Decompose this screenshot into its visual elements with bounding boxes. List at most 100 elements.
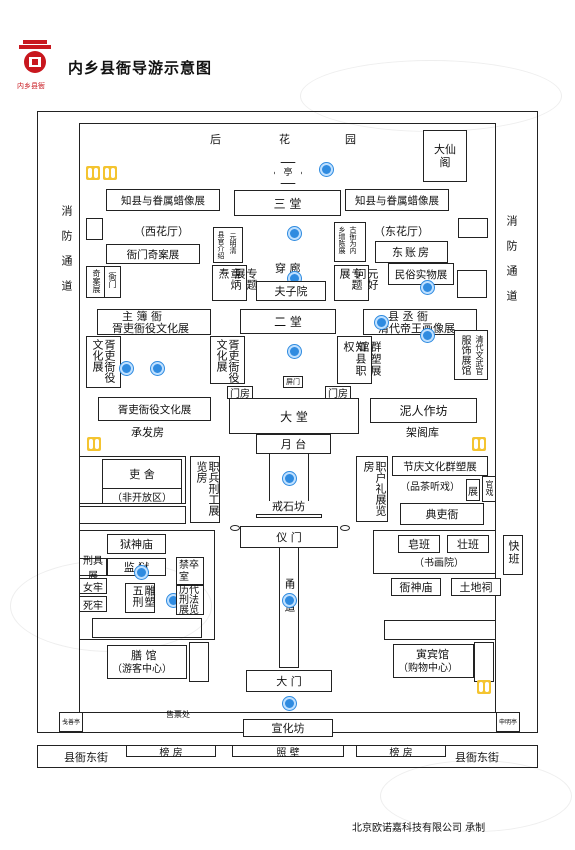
chengfa-house: 承发房 (131, 426, 164, 439)
toilet-icon[interactable] (86, 166, 100, 180)
zhubu-yamen[interactable]: 主 簿 衙 胥吏衙役文化展 (97, 309, 211, 335)
garden-label-2: 花 (279, 133, 290, 146)
festival-sculpture-hall[interactable]: 节庆文化群塑展 (392, 456, 488, 476)
poi-dot[interactable] (120, 362, 133, 375)
jianshan-pavilion[interactable]: 戋善亭 (59, 712, 83, 732)
ticket-office: 售票处 (166, 710, 190, 719)
calligraphy-academy: （书画院） (414, 558, 464, 569)
clay-figure-workshop[interactable]: 泥人作坊 (370, 398, 477, 423)
prison-bottom (92, 618, 202, 638)
bangfang-right: 榜 房 (356, 745, 446, 759)
military-punishment-hall[interactable]: 职兵刑工展览房 (190, 456, 220, 523)
penal-law-exhibit[interactable]: 历代刑法展览 (176, 585, 204, 616)
moon-platform[interactable]: 月 台 (256, 434, 331, 454)
xuli-culture-bottom[interactable]: 胥吏衙役文化展 (98, 397, 211, 421)
clerk-left-lower (79, 506, 186, 524)
prison-god-temple[interactable]: 狱神庙 (107, 534, 166, 554)
special-exhibit-right[interactable]: 专题展 元好问 (334, 265, 379, 301)
dianli-yamen[interactable]: 典吏衙 (400, 503, 484, 525)
household-rites-hall[interactable]: 职户礼展览房 (356, 456, 388, 522)
folk-items-exhibit[interactable]: 民俗实物展 (388, 263, 454, 285)
garden-label-1: 后 (210, 133, 221, 146)
ancient-yamen-exhibit[interactable]: 古衙为内 乡增陈展 (334, 222, 366, 262)
earth-god-temple[interactable]: 土地祠 (451, 578, 501, 596)
logo-text: 内乡县衙 (17, 82, 45, 90)
main-gate[interactable]: 大 门 (246, 670, 332, 692)
zhuangban[interactable]: 壮班 (447, 535, 489, 553)
torture-tools-exhibit[interactable]: 刑具展 (79, 556, 107, 582)
toilet-icon[interactable] (477, 680, 491, 694)
gate-post (230, 525, 240, 531)
tea-opera: （品茶听戏） (400, 482, 460, 493)
archive-storehouse: 架阁库 (406, 426, 439, 439)
yamen-small-box[interactable]: 衙门 (104, 266, 121, 298)
toilet-icon[interactable] (87, 437, 101, 451)
third-hall[interactable]: 三 堂 (234, 190, 341, 216)
poi-dot[interactable] (421, 329, 434, 342)
kuaiban[interactable]: 快班 (503, 535, 523, 575)
poi-dot[interactable] (375, 316, 388, 329)
shuhua-area (373, 530, 496, 574)
exhibit-small[interactable]: 展 (466, 479, 480, 501)
grand-hall[interactable]: 大 堂 (229, 398, 359, 434)
zhaobi: 照 壁 (232, 745, 344, 759)
shenming-pavilion[interactable]: 申明亭 (496, 712, 520, 732)
guest-side (474, 642, 494, 682)
five-punishments-sculpture[interactable]: 雕塑五刑 (125, 583, 156, 613)
xuli-culture-left[interactable]: 胥吏衙役文化展 (86, 336, 121, 388)
zhixian-wax-left[interactable]: 知县与眷属蜡像展 (106, 189, 220, 211)
ceremonial-gate[interactable]: 仪 门 (240, 526, 338, 548)
clerk-quarters[interactable]: 吏 舍 (102, 459, 182, 489)
donghuating-small (458, 218, 488, 238)
poi-dot[interactable] (135, 566, 148, 579)
xuanhua-archway[interactable]: 宣化坊 (243, 719, 333, 737)
yamen-god-temple[interactable]: 衙神庙 (391, 578, 441, 596)
daxian-pavilion[interactable]: 大仙阁 (423, 130, 467, 182)
east-flower-hall: （东花厅） (374, 225, 429, 238)
xihuating-small (86, 218, 103, 240)
zaoban[interactable]: 皂班 (398, 535, 440, 553)
poi-dot[interactable] (283, 697, 296, 710)
poi-dot[interactable] (288, 345, 301, 358)
cloud-pattern (380, 760, 572, 832)
second-hall[interactable]: 二 堂 (240, 309, 336, 334)
poi-dot[interactable] (283, 594, 296, 607)
page-title: 内乡县衙导游示意图 (68, 59, 213, 77)
passageway-label: 穿 廊 (275, 262, 301, 275)
restaurant[interactable]: 膳 馆 （游客中心） (107, 645, 187, 679)
logo (17, 38, 53, 76)
inner-wall (79, 123, 496, 713)
poi-dot[interactable] (283, 472, 296, 485)
opera-room[interactable]: 官戏 (482, 476, 496, 502)
screen-gate[interactable]: 屏门 (283, 376, 303, 388)
sculpture-hall[interactable]: 群塑展馆 知县职权 (337, 336, 382, 384)
toilet-icon[interactable] (103, 166, 117, 180)
garden-label-3: 园 (345, 133, 356, 146)
street-left: 县衙东街 (64, 751, 108, 764)
bangfang-left: 榜 房 (126, 745, 216, 759)
right-fire-road: 消防通道 (505, 215, 518, 315)
pavilion[interactable]: 亭 (274, 162, 302, 184)
women-prison[interactable]: 女牢 (79, 578, 107, 594)
poi-dot[interactable] (151, 362, 164, 375)
cases-exhibit[interactable]: 奇案展 (86, 266, 106, 298)
seal-icon (19, 40, 51, 73)
guest-hall[interactable]: 寅宾馆 （购物中心） (393, 644, 474, 678)
jieshi-archway: 戒石坊 (272, 500, 305, 513)
gate-post (340, 525, 350, 531)
death-row[interactable]: 死牢 (79, 596, 107, 612)
yamen-cases-hall[interactable]: 衙门奇案展 (106, 244, 200, 264)
costume-hall[interactable]: 服饰展馆 清代文武官 (454, 330, 488, 380)
special-exhibit-left[interactable]: 专题展 章炳焘 (212, 265, 258, 301)
county-official-intro[interactable]: 县官介绍 元明清 (213, 227, 243, 263)
toilet-icon[interactable] (472, 437, 486, 451)
poi-dot[interactable] (421, 281, 434, 294)
poi-dot[interactable] (320, 163, 333, 176)
confucius-courtyard[interactable]: 夫子院 (256, 281, 326, 301)
poi-dot[interactable] (288, 227, 301, 240)
jailer-room[interactable]: 禁卒室 (176, 557, 204, 585)
street-right: 县衙东街 (455, 751, 499, 764)
zhixian-wax-right[interactable]: 知县与眷属蜡像展 (345, 189, 449, 211)
xuli-culture-mid[interactable]: 胥吏衙役文化展 (210, 336, 245, 384)
east-accounts-house[interactable]: 东账房 (375, 241, 448, 263)
